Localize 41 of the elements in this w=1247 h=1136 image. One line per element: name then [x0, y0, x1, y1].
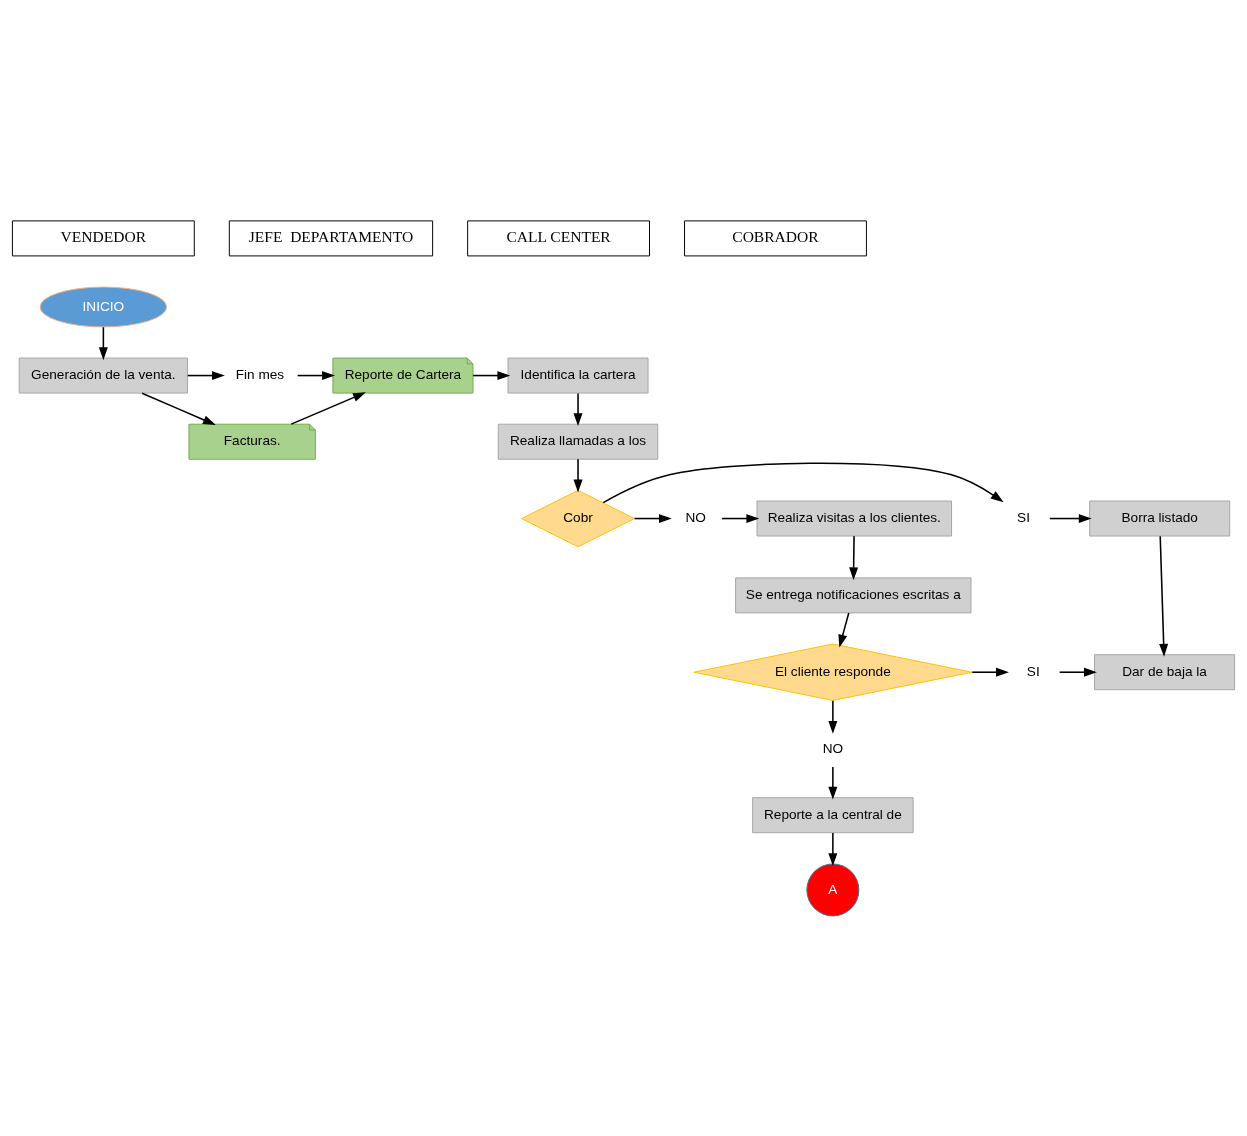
arrow: [828, 699, 838, 734]
arrow: [602, 461, 1004, 503]
arrow: [98, 325, 108, 360]
node-box: Se entrega notificaciones escritas a: [735, 576, 972, 613]
label: COBRADOR: [732, 227, 819, 245]
node-diamond: Cobr: [521, 489, 635, 547]
arrow: [971, 667, 1009, 677]
node-text: NO: [685, 509, 706, 525]
arrow: [573, 458, 583, 492]
arrow: [472, 370, 511, 380]
arrow: [1049, 513, 1092, 523]
node-text: SI: [1026, 663, 1040, 679]
arrow: [838, 611, 850, 648]
node-box: Realiza llamadas a los: [497, 423, 659, 460]
node-box: Reporte a la central de: [752, 796, 914, 833]
arrow: [296, 370, 335, 380]
node-ellipse: INICIO: [39, 286, 168, 327]
arrow: [1058, 667, 1097, 677]
arrow: [828, 831, 838, 866]
arrow: [187, 370, 225, 380]
node-box: Dar de baja la: [1094, 653, 1236, 690]
node-box: Identifica la cartera: [507, 357, 649, 394]
node-circle: A: [806, 862, 860, 916]
arrow: [1159, 535, 1169, 657]
node-text: NO: [822, 740, 844, 756]
arrow: [633, 513, 672, 523]
node-box: Borra listado: [1089, 500, 1231, 537]
node-box: Realiza visitas a los clientes.: [756, 500, 952, 537]
arrow: [721, 513, 760, 523]
node-box: Generación de la venta.: [18, 357, 188, 394]
arrow: [573, 392, 583, 426]
label: JEFE DEPARTAMENTO: [248, 227, 414, 245]
arrow: [828, 765, 838, 800]
arrow: [849, 534, 859, 580]
arrow: [290, 391, 366, 425]
node-text: SI: [1017, 509, 1030, 525]
node-diamond: El cliente responde: [693, 643, 973, 701]
label: CALL CENTER: [506, 227, 611, 245]
label: VENDEDOR: [60, 227, 147, 245]
arrow: [141, 391, 216, 425]
node-text: Fin mes: [235, 366, 285, 382]
